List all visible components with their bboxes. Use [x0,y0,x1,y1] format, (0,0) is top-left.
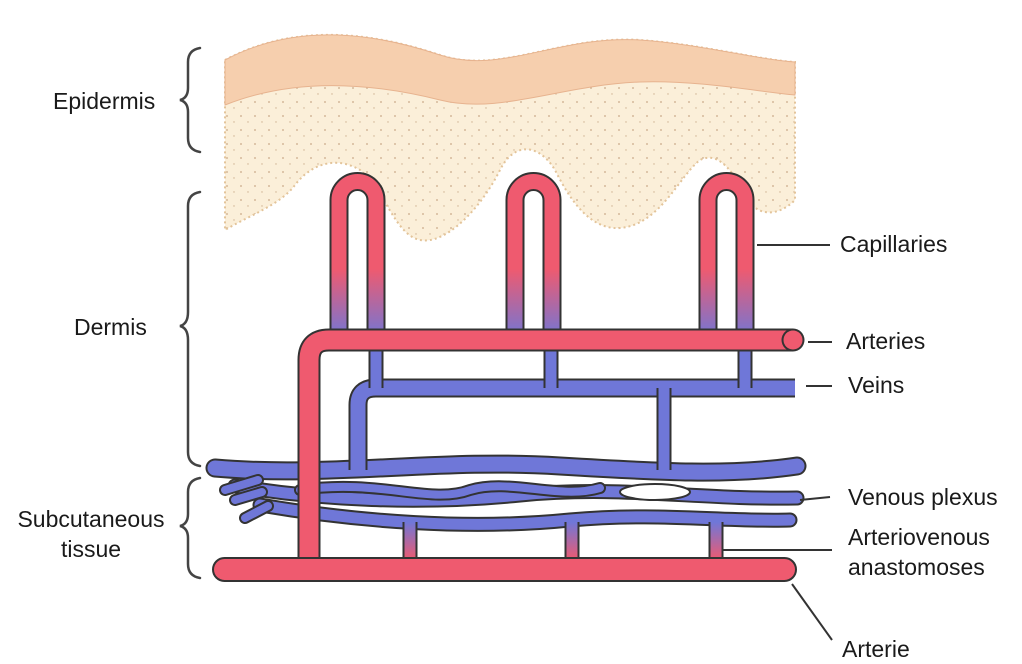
main-arterie [213,558,796,581]
veins-network [358,340,795,470]
dermis-label: Dermis [74,312,147,342]
arteriovenous-label: Arteriovenous anastomoses [848,522,990,582]
arteriovenous-label-line1: Arteriovenous [848,522,990,552]
layer-brackets [180,48,200,578]
subcutaneous-bracket [180,478,200,578]
arterie-leader [792,584,832,640]
arteries-label: Arteries [846,326,925,356]
dermis-bracket [180,192,200,466]
epidermis-label: Epidermis [53,86,155,116]
epidermis-bracket [180,48,200,152]
capillaries-label: Capillaries [840,229,947,259]
subcutaneous-label-line1: Subcutaneous [8,504,174,534]
veins-label: Veins [848,370,904,400]
arteriovenous-label-line2: anastomoses [848,552,990,582]
venous-plexus-label: Venous plexus [848,482,998,512]
venous-plexus-leader [800,497,830,500]
subcutaneous-label: Subcutaneous tissue [8,504,174,564]
arterie-label: Arterie [842,634,910,664]
subcutaneous-label-line2: tissue [8,534,174,564]
